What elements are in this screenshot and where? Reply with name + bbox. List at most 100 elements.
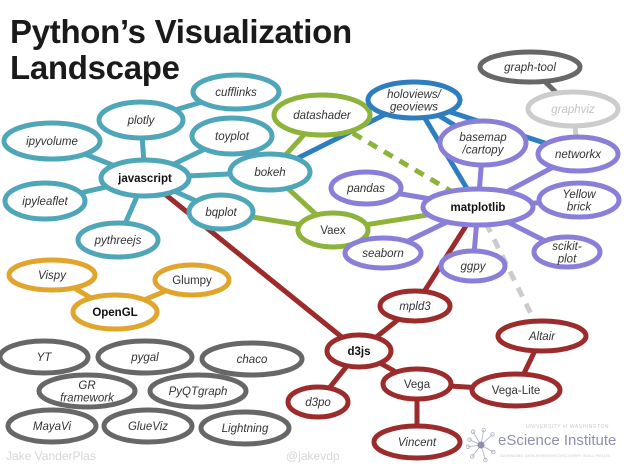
node-ellipse — [469, 371, 563, 409]
node-holoviews[interactable]: holoviews/geoviews — [365, 79, 463, 121]
node-yt[interactable]: YT — [0, 338, 91, 376]
node-label: Vincent — [398, 437, 437, 449]
node-ellipse — [190, 72, 282, 112]
node-lightning[interactable]: Lightning — [198, 409, 292, 447]
node-ellipse — [285, 384, 351, 420]
node-ellipse — [380, 366, 454, 402]
node-ellipse — [437, 118, 529, 168]
node-glumpy[interactable]: Glumpy — [152, 262, 232, 298]
node-pyqtgraph[interactable]: PyQTgraph — [147, 372, 249, 410]
node-pandas[interactable]: pandas — [328, 169, 404, 207]
node-matplotlib[interactable]: matplotlib — [420, 186, 536, 228]
node-plotly[interactable]: plotly — [96, 99, 186, 141]
node-ellipse — [6, 257, 98, 293]
node-ellipse — [95, 338, 195, 376]
node-graphtool[interactable]: graph-tool — [477, 49, 583, 85]
node-ellipse — [438, 248, 508, 284]
node-label: graphviz — [551, 104, 595, 116]
node-d3po[interactable]: d3po — [285, 384, 351, 420]
node-ipyvolume[interactable]: ipyvolume — [1, 120, 103, 162]
node-opengl[interactable]: OpenGL — [70, 292, 160, 332]
node-ggpy[interactable]: ggpy — [438, 248, 508, 284]
node-label: bokeh — [254, 167, 285, 179]
node-ellipse — [377, 288, 453, 324]
node-ellipse — [531, 234, 603, 270]
node-label: d3js — [347, 346, 370, 358]
node-d3js[interactable]: d3js — [324, 332, 394, 370]
node-bokeh[interactable]: bokeh — [227, 151, 313, 193]
node-chaco[interactable]: chaco — [199, 340, 305, 378]
node-label: Glumpy — [172, 275, 212, 287]
node-vincent[interactable]: Vincent — [371, 423, 463, 461]
node-vaex[interactable]: Vaex — [295, 210, 371, 250]
node-label: scikit-plot — [552, 241, 582, 266]
node-vispy[interactable]: Vispy — [6, 257, 98, 293]
node-ellipse — [147, 372, 249, 410]
node-label: javascript — [117, 173, 172, 185]
node-ellipse — [186, 192, 256, 232]
node-label: cufflinks — [215, 87, 257, 99]
title-line-1: Python’s Visualization — [10, 13, 352, 50]
node-ellipse — [96, 99, 186, 141]
node-label: Vaex — [320, 225, 346, 237]
node-ellipse — [227, 151, 313, 193]
node-label: holoviews/geoviews — [387, 89, 442, 114]
node-label: networkx — [555, 149, 602, 161]
node-seaborn[interactable]: seaborn — [342, 235, 424, 271]
node-datashader[interactable]: datashader — [271, 92, 373, 138]
node-ellipse — [477, 49, 583, 85]
node-ellipse — [535, 134, 621, 174]
node-label: Vispy — [38, 270, 67, 282]
node-basemap[interactable]: basemap/cartopy — [437, 118, 529, 168]
node-label: graph-tool — [504, 62, 556, 74]
node-ellipse — [98, 157, 192, 199]
node-ellipse — [371, 423, 463, 461]
node-ellipse — [189, 115, 275, 157]
node-label: YT — [37, 352, 53, 364]
node-label: d3po — [305, 397, 331, 409]
node-label: basemap/cartopy — [459, 132, 507, 157]
node-ipyleaflet[interactable]: ipyleaflet — [2, 180, 88, 222]
node-label: plotly — [127, 115, 156, 127]
node-label: mpld3 — [399, 301, 431, 313]
node-graphviz[interactable]: graphviz — [525, 89, 621, 129]
node-glueviz[interactable]: GlueViz — [101, 407, 195, 445]
node-scikitplot[interactable]: scikit-plot — [531, 234, 603, 270]
node-ellipse — [199, 340, 305, 378]
node-altair[interactable]: Altair — [495, 318, 589, 354]
node-pythreejs[interactable]: pythreejs — [75, 220, 161, 260]
node-mayavi[interactable]: MayaVi — [5, 407, 99, 445]
escience-logo: UNIVERSITY of WASHINGTON eScience Instit… — [466, 424, 624, 466]
node-ellipse — [342, 235, 424, 271]
node-label: toyplot — [215, 131, 250, 143]
logo-tagline: ADVANCING DATA-INTENSIVE DISCOVERY IN AL… — [500, 453, 610, 458]
node-ellipse — [295, 210, 371, 250]
node-label: Vega-Lite — [492, 385, 541, 397]
node-ellipse — [198, 409, 292, 447]
node-label: Altair — [528, 331, 556, 343]
node-cufflinks[interactable]: cufflinks — [190, 72, 282, 112]
node-ellipse — [271, 92, 373, 138]
node-pygal[interactable]: pygal — [95, 338, 195, 376]
node-label: ipyvolume — [26, 136, 78, 148]
node-networkx[interactable]: networkx — [535, 134, 621, 174]
node-vega[interactable]: Vega — [380, 366, 454, 402]
logo-university: UNIVERSITY of WASHINGTON — [526, 424, 610, 430]
node-label: MayaVi — [33, 421, 72, 433]
node-ellipse — [525, 89, 621, 129]
node-bqplot[interactable]: bqplot — [186, 192, 256, 232]
edge-matplotlib-altair — [475, 205, 545, 338]
node-mpld3[interactable]: mpld3 — [377, 288, 453, 324]
node-label: OpenGL — [92, 307, 137, 319]
node-label: bqplot — [205, 207, 237, 219]
node-javascript[interactable]: javascript — [98, 157, 192, 199]
logo-name: eScience Institute — [498, 432, 617, 449]
node-label: seaborn — [362, 248, 404, 260]
node-toyplot[interactable]: toyplot — [189, 115, 275, 157]
node-label: datashader — [293, 110, 352, 122]
node-ellipse — [324, 332, 394, 370]
node-vegalite[interactable]: Vega-Lite — [469, 371, 563, 409]
network-logo-icon — [466, 427, 496, 463]
